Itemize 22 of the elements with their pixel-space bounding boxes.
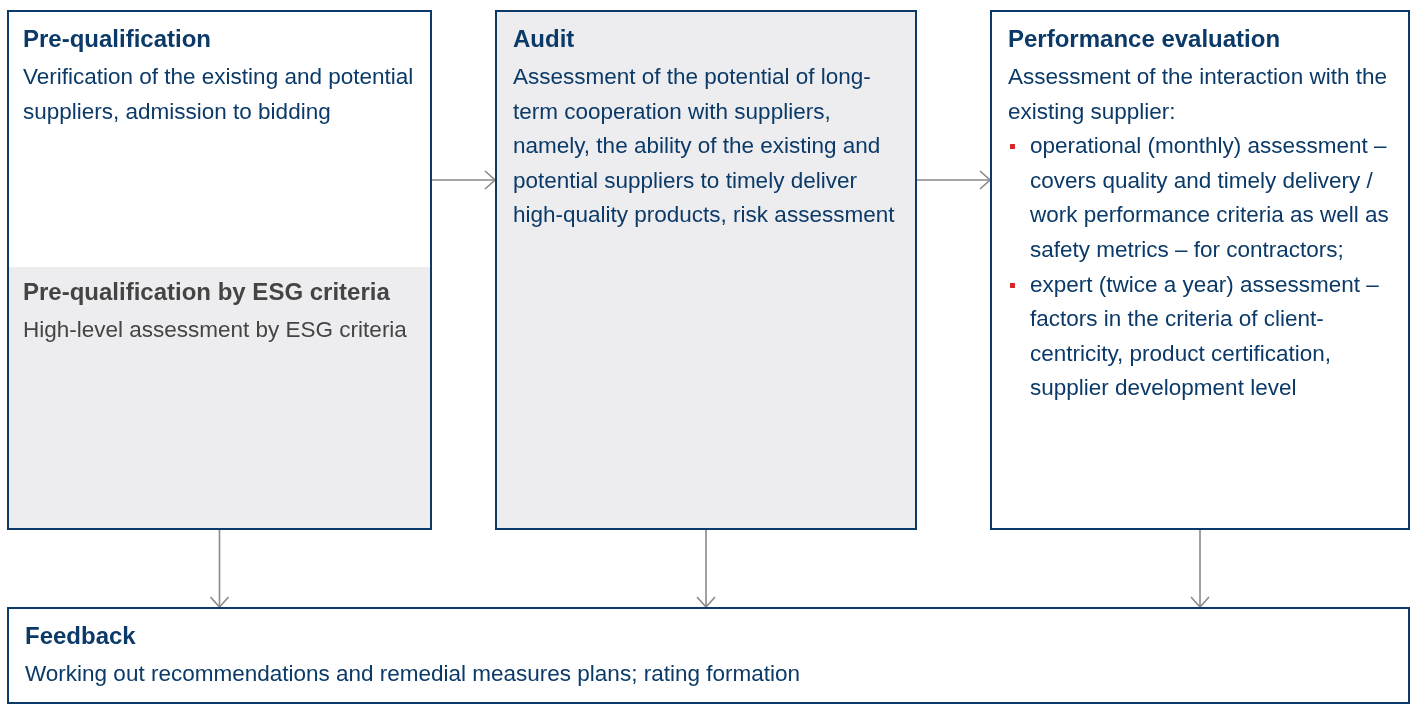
node-description: Verification of the existing and potential suppliers, admission to bidding	[23, 63, 415, 126]
arrow	[1190, 529, 1210, 608]
node-heading: Performance evaluation	[1008, 24, 1282, 54]
node-description: Assessment of the interaction with the existing supplier:	[1008, 63, 1388, 126]
process-box	[7, 607, 1410, 704]
bullet-item: operational (monthly) assessment – covers quality and timely delivery / work performance criteria as well as safety metrics – for contractors;	[1008, 129, 1392, 268]
arrow	[209, 529, 230, 608]
node-heading: Pre-qualification by ESG criteria	[23, 277, 391, 307]
arrow	[916, 170, 991, 190]
process-box	[495, 10, 917, 530]
node-description: Working out recommendations and remedial measures plans; rating formation	[25, 660, 801, 688]
process-box	[7, 10, 432, 530]
bullet-item: expert (twice a year) assessment – factors in the criteria of client-centricity, product certification, supplier development level	[1008, 267, 1392, 406]
process-box	[990, 10, 1410, 530]
node-description: High-level assessment by ESG criteria	[23, 316, 408, 344]
arrow	[431, 170, 496, 190]
process-band	[9, 267, 430, 528]
node-description: Assessment of the potential of long-term cooperation with suppliers, namely, the ability of the existing and potential suppliers to timely deliver high-quality products, risk assessment	[513, 63, 896, 230]
arrow	[696, 529, 716, 608]
node-heading: Pre-qualification	[23, 24, 213, 54]
node-heading: Feedback	[25, 621, 137, 651]
node-heading: Audit	[513, 24, 576, 54]
